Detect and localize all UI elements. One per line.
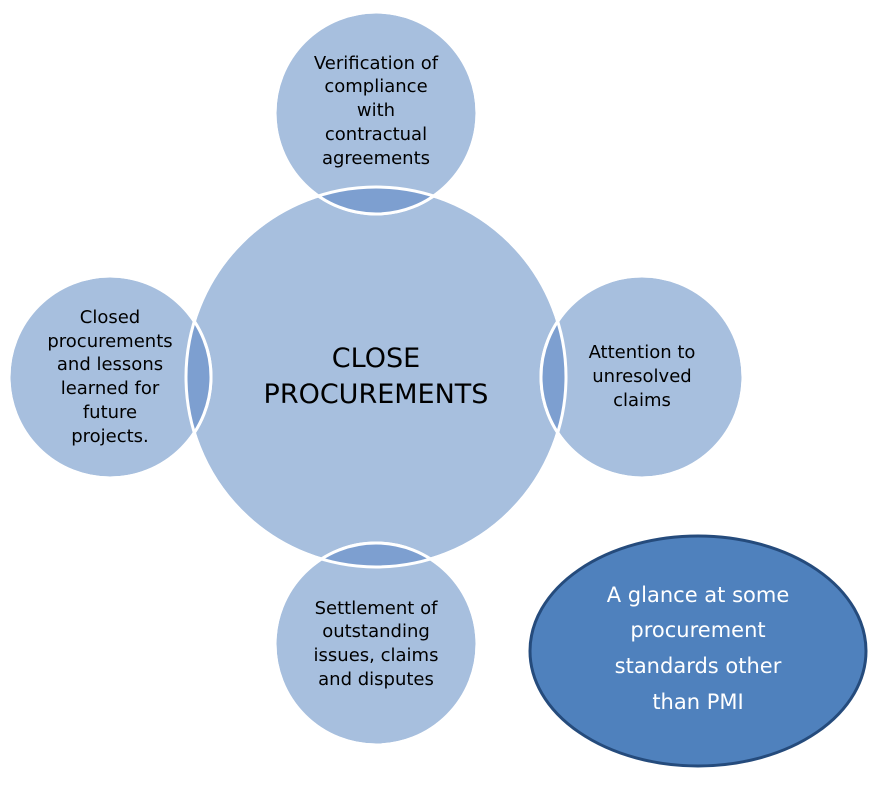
satellite-label-left: Closed procurements and lessons learned … [47,306,173,447]
satellite-label-top: Verification of compliance with contract… [313,52,439,169]
satellite-label-right: Attention to unresolved claims [588,342,696,411]
callout-ellipse[interactable] [528,534,868,768]
center-label: CLOSE PROCUREMENTS [263,343,489,410]
satellite-label-bottom: Settlement of outstanding issues, claims… [313,597,439,690]
callout-label[interactable]: A glance at some procurement standards o… [606,582,790,714]
